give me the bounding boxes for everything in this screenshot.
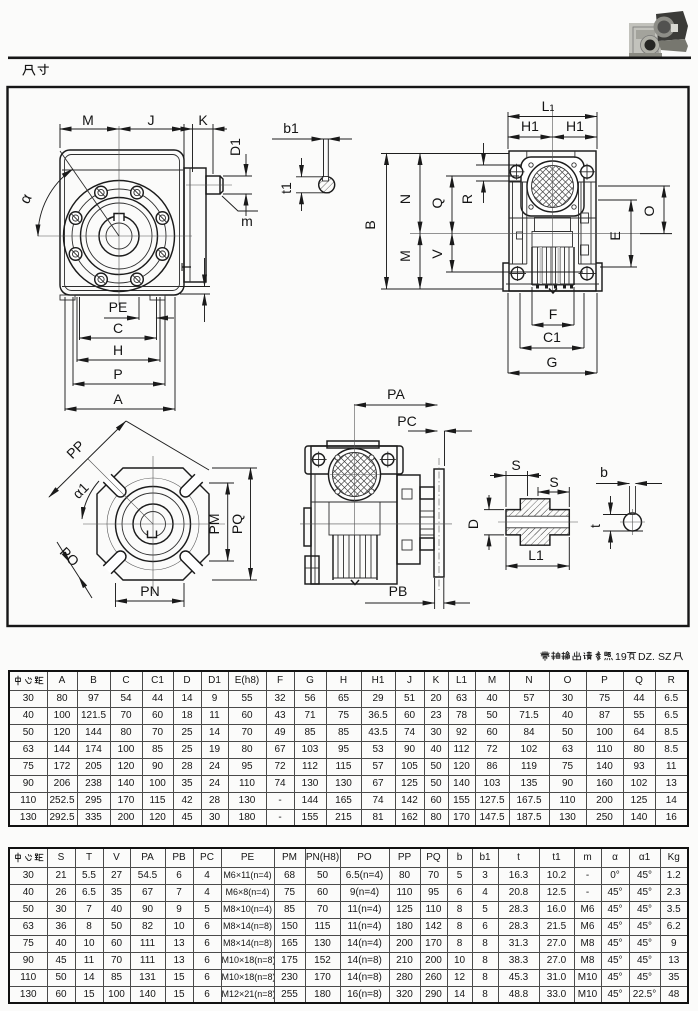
- svg-text:F: F: [549, 306, 558, 322]
- svg-text:PQ: PQ: [229, 514, 245, 534]
- svg-text:H1: H1: [521, 118, 539, 134]
- svg-text:H1: H1: [566, 118, 584, 134]
- svg-text:PP: PP: [63, 437, 88, 462]
- svg-text:t: t: [587, 524, 603, 528]
- svg-text:PN: PN: [140, 583, 159, 599]
- svg-text:PB: PB: [389, 583, 408, 599]
- svg-text:Q: Q: [429, 197, 445, 208]
- svg-text:D: D: [465, 519, 481, 529]
- svg-text:P: P: [113, 366, 122, 382]
- svg-text:N: N: [397, 194, 413, 204]
- svg-text:V: V: [429, 249, 445, 259]
- svg-text:M: M: [397, 250, 413, 262]
- svg-text:C1: C1: [543, 329, 561, 345]
- svg-text:K: K: [198, 112, 208, 128]
- svg-text:S: S: [549, 474, 558, 490]
- svg-text:L1: L1: [542, 98, 555, 114]
- svg-text:J: J: [148, 112, 155, 128]
- svg-text:G: G: [547, 354, 558, 370]
- svg-text:S: S: [511, 457, 520, 473]
- svg-text:α1: α1: [69, 479, 92, 502]
- svg-text:L1: L1: [528, 547, 544, 563]
- svg-text:T: T: [178, 262, 194, 271]
- svg-text:A: A: [113, 391, 123, 407]
- svg-text:H: H: [113, 342, 123, 358]
- svg-text:E: E: [607, 231, 623, 240]
- svg-text:b: b: [600, 464, 608, 480]
- svg-text:DZ.: DZ.: [638, 651, 655, 663]
- svg-text:PM: PM: [206, 514, 222, 535]
- svg-text:O: O: [641, 205, 657, 216]
- svg-text:SZ: SZ: [658, 651, 672, 663]
- svg-text:M: M: [82, 112, 94, 128]
- svg-text:19: 19: [615, 651, 627, 663]
- svg-text:PA: PA: [387, 386, 405, 402]
- svg-text:b1: b1: [283, 120, 299, 136]
- svg-text:α: α: [16, 191, 35, 207]
- svg-text:m: m: [241, 213, 253, 229]
- svg-text:D1: D1: [227, 138, 243, 156]
- svg-text:t1: t1: [278, 182, 294, 194]
- svg-text:B: B: [362, 220, 378, 229]
- svg-text:PC: PC: [397, 413, 416, 429]
- svg-text:C: C: [113, 320, 123, 336]
- svg-text:PE: PE: [109, 299, 128, 315]
- svg-text:R: R: [459, 194, 475, 204]
